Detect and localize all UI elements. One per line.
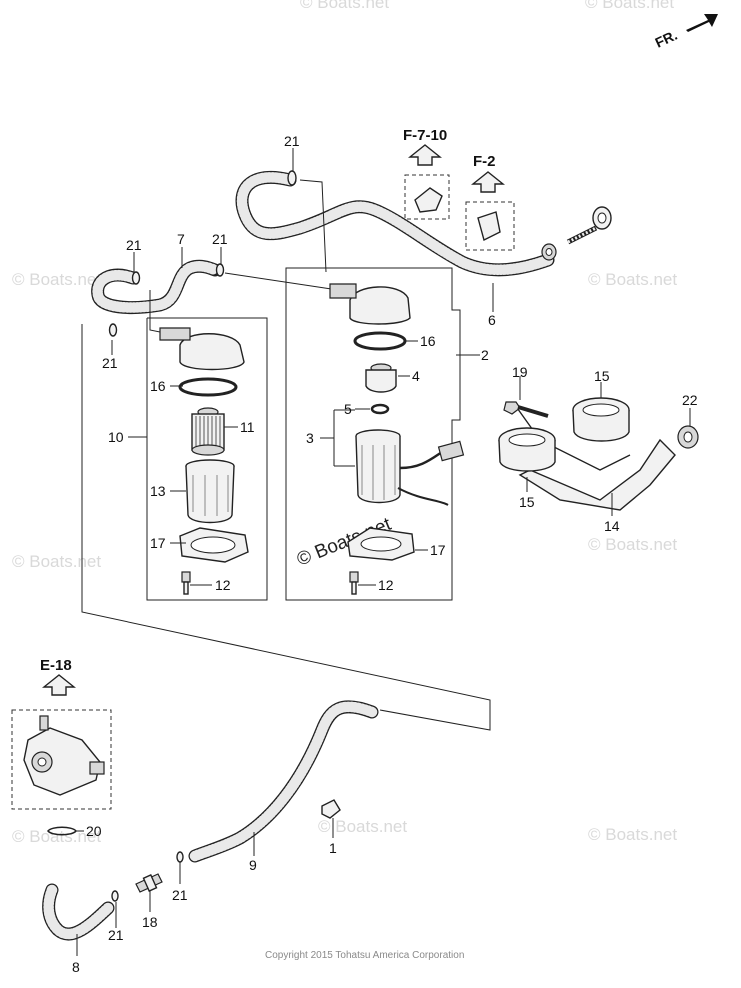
hose-6 bbox=[235, 170, 555, 277]
callout-17: 17 bbox=[150, 535, 166, 551]
callout-22: 22 bbox=[682, 392, 698, 408]
callout-16: 16 bbox=[420, 333, 436, 349]
callout-leaders bbox=[76, 148, 691, 956]
callout-3: 3 bbox=[306, 430, 314, 446]
reference-label: E-18 bbox=[40, 657, 72, 674]
reference-label: F-7-10 bbox=[403, 127, 447, 144]
reference-frame bbox=[465, 201, 515, 251]
callout-21: 21 bbox=[102, 355, 118, 371]
callout-21: 21 bbox=[212, 231, 228, 247]
callout-21: 21 bbox=[108, 927, 124, 943]
callout-10: 10 bbox=[108, 429, 124, 445]
watermark: © Boats.net bbox=[12, 827, 101, 846]
reference-frame bbox=[404, 174, 450, 220]
assembly-frame-10 bbox=[146, 317, 268, 601]
callout-12: 12 bbox=[378, 577, 394, 593]
arrow-up-icon bbox=[408, 144, 442, 166]
callout-5: 5 bbox=[344, 401, 352, 417]
clamp-icon bbox=[477, 211, 501, 242]
reference-f-2: F-2 bbox=[465, 153, 515, 251]
fuel-pump-icon bbox=[23, 727, 101, 796]
callout-21: 21 bbox=[284, 133, 300, 149]
reference-label: F-2 bbox=[473, 153, 496, 170]
watermark: © Boats.net bbox=[300, 0, 389, 12]
filter-assembly-2 bbox=[329, 283, 465, 595]
callout-numbers: 21 7 21 21 21 6 2 16 4 5 3 16 11 10 13 1… bbox=[72, 133, 698, 975]
hose-connector-line bbox=[224, 272, 339, 291]
callout-20: 20 bbox=[86, 823, 102, 839]
watermark: © Boats.net bbox=[588, 825, 677, 844]
watermark: © Boats.net bbox=[585, 0, 674, 12]
watermark: © Boats.net bbox=[12, 552, 101, 571]
callout-21: 21 bbox=[126, 237, 142, 253]
arrow-up-icon bbox=[42, 674, 76, 696]
assembly-frame-2 bbox=[285, 267, 461, 601]
watermark: © Boats.net bbox=[588, 270, 677, 289]
clamp-icon bbox=[414, 187, 443, 213]
callout-21: 21 bbox=[172, 887, 188, 903]
hose-connector-line bbox=[299, 179, 327, 273]
watermark: © Boats.net bbox=[588, 535, 677, 554]
hose-8 bbox=[42, 883, 115, 941]
filter-assembly-10 bbox=[159, 327, 249, 595]
callout-13: 13 bbox=[150, 483, 166, 499]
callout-15: 15 bbox=[594, 368, 610, 384]
leader-line-10 bbox=[81, 324, 491, 731]
callout-4: 4 bbox=[412, 368, 420, 384]
mounting-bracket-14 bbox=[498, 397, 699, 511]
watermark: © Boats.net bbox=[318, 817, 407, 836]
watermark: © Boats.net bbox=[12, 270, 101, 289]
callout-19: 19 bbox=[512, 364, 528, 380]
hose-9 bbox=[188, 700, 379, 863]
callout-15: 15 bbox=[519, 494, 535, 510]
reference-f-7-10: F-7-10 bbox=[403, 127, 450, 220]
callout-14: 14 bbox=[604, 518, 620, 534]
callout-17: 17 bbox=[430, 542, 446, 558]
reference-e-18: E-18 bbox=[11, 657, 112, 810]
reference-frame bbox=[11, 709, 112, 810]
callout-6: 6 bbox=[488, 312, 496, 328]
grommet-and-bolt bbox=[541, 206, 612, 261]
front-direction-indicator: FR. bbox=[653, 14, 718, 51]
callout-16: 16 bbox=[150, 378, 166, 394]
clamp-1 bbox=[321, 799, 341, 819]
callout-12: 12 bbox=[215, 577, 231, 593]
joint-18 bbox=[135, 873, 163, 893]
front-label: FR. bbox=[653, 27, 680, 51]
copyright-text: Copyright 2015 Tohatsu America Corporati… bbox=[265, 950, 464, 961]
callout-11: 11 bbox=[240, 419, 255, 435]
arrow-up-icon bbox=[471, 171, 505, 193]
callout-2: 2 bbox=[481, 347, 489, 363]
callout-18: 18 bbox=[142, 914, 158, 930]
callout-8: 8 bbox=[72, 959, 80, 975]
hose-7 bbox=[91, 259, 222, 315]
callout-7: 7 bbox=[177, 231, 185, 247]
callout-1: 1 bbox=[329, 840, 337, 856]
callout-9: 9 bbox=[249, 857, 257, 873]
